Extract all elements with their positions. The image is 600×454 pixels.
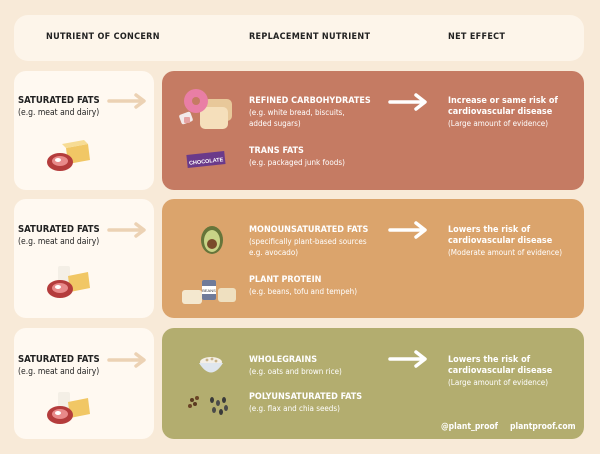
row-1-item-2: TRANS FATS (e.g. packaged junk foods) <box>249 146 345 168</box>
row-3-concern-desc: (e.g. meat and dairy) <box>18 367 100 377</box>
meat-cheese-icon <box>47 140 90 171</box>
row-2-concern-card <box>14 199 154 318</box>
row-1-item-1-title: REFINED CARBOHYDRATES <box>249 96 371 106</box>
light-arrow-icon <box>107 93 146 109</box>
row-3-concern: SATURATED FATS (e.g. meat and dairy) <box>18 354 100 378</box>
row-2-effect-line-1: Lowers the risk of <box>448 225 531 235</box>
row-1-item-1-desc-line-2: added sugars) <box>249 119 301 128</box>
row-2-concern: SATURATED FATS (e.g. meat and dairy) <box>18 224 100 248</box>
beans-label: BEANS <box>202 288 216 293</box>
header-nutrient-of-concern: NUTRIENT OF CONCERN <box>46 32 160 42</box>
row-3-effect-line-1: Lowers the risk of <box>448 355 531 365</box>
row-3-effect-line-2: cardiovascular disease <box>448 366 553 376</box>
row-2-effect: Lowers the risk of cardiovascular diseas… <box>448 225 562 258</box>
row-3-concern-title: SATURATED FATS <box>18 354 100 365</box>
row-2-item-1-desc-line-2: e.g. avocado) <box>249 248 299 257</box>
row-3-item-2-title: POLYUNSATURATED FATS <box>249 392 363 402</box>
row-3-item-2-desc: (e.g. flax and chia seeds) <box>249 404 340 413</box>
beans-tofu-icon: BEANS <box>182 280 236 304</box>
white-arrow-icon <box>388 350 427 368</box>
row-2-concern-title: SATURATED FATS <box>18 224 100 235</box>
grain-bowl-icon <box>199 357 223 373</box>
row-1-item-2-title: TRANS FATS <box>249 146 304 156</box>
white-arrow-icon <box>388 221 427 239</box>
row-3-item-2: POLYUNSATURATED FATS (e.g. flax and chia… <box>249 392 362 414</box>
row-1-effect-evidence: (Large amount of evidence) <box>448 119 549 128</box>
header-net-effect: NET EFFECT <box>448 32 506 42</box>
row-3-effect: Lowers the risk of cardiovascular diseas… <box>448 355 552 388</box>
row-2-item-2-desc: (e.g. beans, tofu and tempeh) <box>249 287 358 296</box>
row-1-concern: SATURATED FATS (e.g. meat and dairy) <box>18 95 100 119</box>
row-2-effect-evidence: (Moderate amount of evidence) <box>448 248 563 257</box>
footer-site[interactable]: plantproof.com <box>510 422 576 432</box>
header-replacement-nutrient: REPLACEMENT NUTRIENT <box>249 32 371 42</box>
row-1-concern-title: SATURATED FATS <box>18 95 100 106</box>
light-arrow-icon <box>107 352 146 368</box>
row-1-concern-desc: (e.g. meat and dairy) <box>18 108 100 118</box>
row-3-replacement-card <box>162 328 584 439</box>
table-header: NUTRIENT OF CONCERN REPLACEMENT NUTRIENT… <box>14 15 584 61</box>
row-1-item-1-desc-line-1: (e.g. white bread, biscuits, <box>249 108 345 117</box>
row-1-concern-card <box>14 71 154 190</box>
row-3-item-1-title: WHOLEGRAINS <box>249 355 318 365</box>
chocolate-bar-icon: CHOCOLATE <box>186 151 226 168</box>
row-1-item-2-desc: (e.g. packaged junk foods) <box>249 158 345 167</box>
row-2-item-2: PLANT PROTEIN (e.g. beans, tofu and temp… <box>249 275 357 297</box>
avocado-icon <box>201 226 223 254</box>
row-2-item-1-title: MONOUNSATURATED FATS <box>249 225 369 235</box>
row-3-item-1: WHOLEGRAINS (e.g. oats and brown rice) <box>249 355 342 377</box>
row-2-item-1-desc-line-1: (specifically plant-based sources <box>249 237 367 246</box>
footer-handle[interactable]: @plant_proof <box>441 422 498 432</box>
donut-bread-icon <box>179 89 232 129</box>
row-2-item-2-title: PLANT PROTEIN <box>249 275 322 285</box>
row-2-effect-line-2: cardiovascular disease <box>448 236 553 246</box>
row-1-effect: Increase or same risk of cardiovascular … <box>448 96 558 129</box>
meat-cheese-milk-icon <box>47 392 90 424</box>
row-1-effect-line-1: Increase or same risk of <box>448 96 558 106</box>
row-1-effect-line-2: cardiovascular disease <box>448 107 553 117</box>
row-1-replacement-card <box>162 71 584 190</box>
light-arrow-icon <box>107 222 146 238</box>
seeds-icon <box>188 396 228 415</box>
row-3-item-1-desc: (e.g. oats and brown rice) <box>249 367 342 376</box>
row-2-concern-desc: (e.g. meat and dairy) <box>18 237 100 247</box>
row-1-item-1: REFINED CARBOHYDRATES (e.g. white bread,… <box>249 96 371 129</box>
white-arrow-icon <box>388 93 427 111</box>
row-3-effect-evidence: (Large amount of evidence) <box>448 378 549 387</box>
meat-cheese-milk-icon <box>47 266 90 298</box>
row-2-item-1: MONOUNSATURATED FATS (specifically plant… <box>249 225 368 258</box>
chocolate-label: CHOCOLATE <box>189 157 224 167</box>
row-3-concern-card <box>14 328 154 439</box>
